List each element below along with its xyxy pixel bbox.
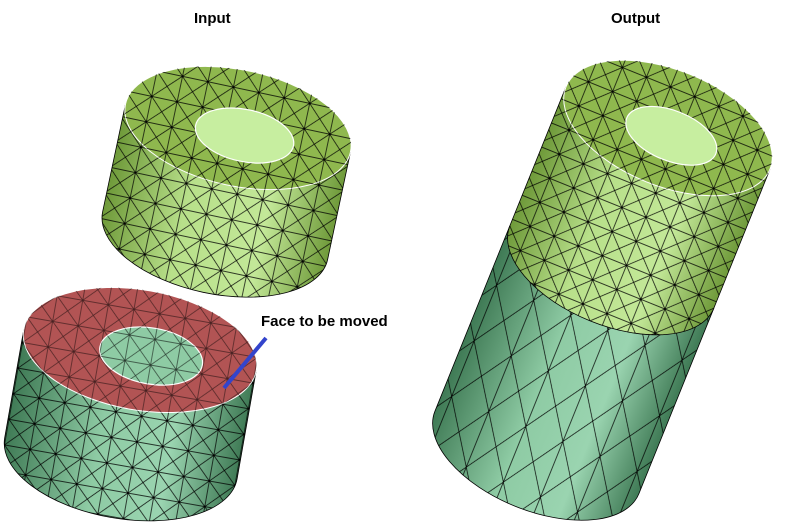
input-upper-part — [101, 65, 352, 298]
output-title: Output — [611, 10, 661, 27]
annotation-arrow — [222, 336, 268, 390]
output-part — [432, 59, 773, 521]
input-lower-part — [3, 286, 258, 522]
input-title: Input — [194, 10, 231, 27]
face-annotation-label: Face to be moved — [261, 313, 388, 330]
